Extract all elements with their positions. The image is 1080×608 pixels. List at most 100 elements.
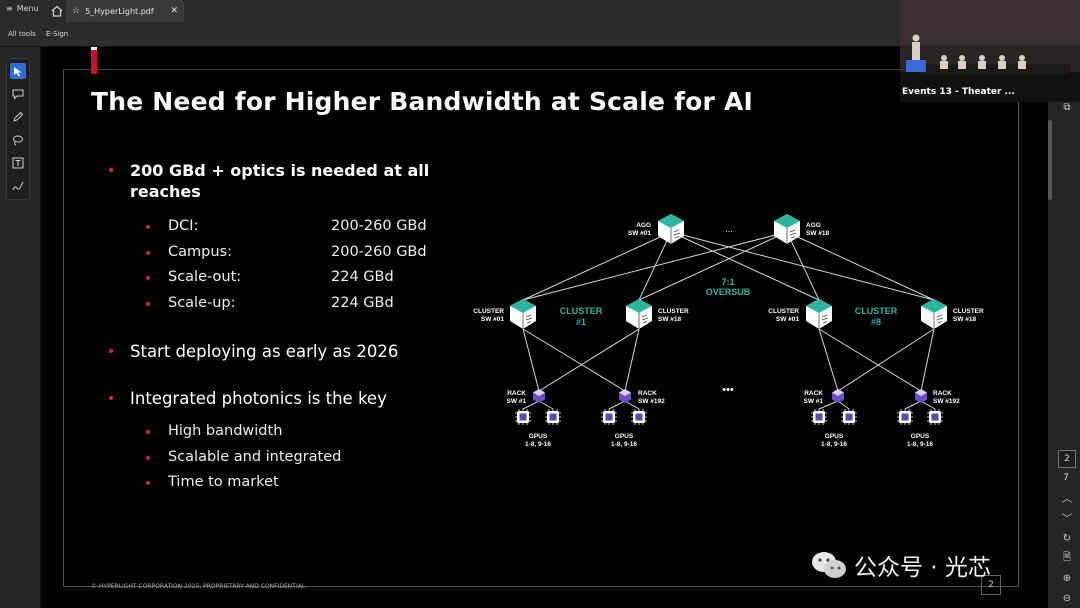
right-panel <box>1048 47 1080 608</box>
reach-value-scaleout: 224 GBd <box>331 269 394 285</box>
bullet-optics-line1: 200 GBd + optics is needed at all <box>130 161 430 180</box>
rack-switch-1 <box>832 389 844 403</box>
c8-left-line1: CLUSTER <box>768 308 799 315</box>
cluster8-switch-18 <box>920 298 948 330</box>
cluster8-switch-01 <box>805 298 833 330</box>
accent-bar <box>91 47 97 74</box>
reach-label-dci: DCI: <box>168 218 199 234</box>
file-icon[interactable]: 🗎 <box>1062 551 1072 563</box>
home-icon[interactable] <box>50 4 64 18</box>
sign-tool-icon[interactable] <box>10 178 26 194</box>
gpus-range: 1-8, 9-16 <box>525 441 551 448</box>
watermark: 公众号 · 光芯 <box>810 548 991 582</box>
current-page-field[interactable]: 2 <box>1058 450 1076 468</box>
gpus-label: GPUS <box>911 433 930 440</box>
bullet-dot: • <box>144 297 153 313</box>
c1-right-line2: SW #18 <box>658 316 682 323</box>
bullet-dot: • <box>107 344 116 360</box>
slide-footer: © HYPERLIGHT CORPORATION 2025, PROPRIETA… <box>91 583 306 590</box>
tab-title: 5_HyperLight.pdf <box>85 6 154 16</box>
network-topology-diagram: AGG SW #01 AGG SW #18 CLUSTER SW #01 CLU… <box>473 213 984 448</box>
gpus-label: GPUS <box>615 433 634 440</box>
rack2-line1: RACK <box>638 390 657 397</box>
video-label: Events 13 - Theater ... <box>902 87 1015 97</box>
rack3-line2: SW #1 <box>803 398 823 405</box>
bullet-dot: • <box>107 163 116 179</box>
gpu-chip-icon <box>896 408 914 426</box>
gpu-chip-icon <box>544 408 562 426</box>
slide-title: The Need for Higher Bandwidth at Scale f… <box>91 87 754 116</box>
bullet-dot: • <box>144 246 153 262</box>
video-overlay[interactable] <box>900 0 1080 102</box>
rack-switch-192 <box>619 389 631 403</box>
copy-icon[interactable]: ⧉ <box>1063 101 1071 113</box>
text-box-tool-icon[interactable] <box>10 155 26 171</box>
bullet-dot: • <box>107 391 116 407</box>
rack2-line2: SW #192 <box>638 398 665 405</box>
agg-switch-01 <box>657 213 685 245</box>
hamburger-icon: ≡ <box>6 4 13 13</box>
refresh-icon[interactable]: ↻ <box>1062 532 1072 544</box>
select-tool-icon[interactable] <box>10 63 26 79</box>
bullet-dot: • <box>144 220 153 236</box>
gpu-chip-icon <box>514 408 532 426</box>
reach-label-campus: Campus: <box>168 244 232 260</box>
c8-left-line2: SW #01 <box>776 316 800 323</box>
rack1-line1: RACK <box>507 390 526 397</box>
oversub-label-line1: 7:1 <box>721 277 734 287</box>
gpu-chip-icon <box>630 408 648 426</box>
c1-left-line2: SW #01 <box>481 316 505 323</box>
cluster1-switch-01 <box>509 298 537 330</box>
cluster1-label-line2: #1 <box>576 317 586 327</box>
zoom-in-icon[interactable]: ⊕ <box>1062 572 1072 584</box>
reach-label-scaleout: Scale-out: <box>168 269 242 285</box>
comment-tool-icon[interactable] <box>10 86 26 102</box>
gpus-label: GPUS <box>529 433 548 440</box>
c8-right-line2: SW #18 <box>953 316 977 323</box>
lasso-tool-icon[interactable] <box>10 132 26 148</box>
c1-right-line1: CLUSTER <box>658 308 689 315</box>
gpu-chip-icon <box>600 408 618 426</box>
reach-value-scaleup: 224 GBd <box>331 295 394 311</box>
oversub-label-line2: OVERSUB <box>706 287 751 297</box>
cluster-ellipsis: ••• <box>722 384 734 396</box>
gpus-range: 1-8, 9-16 <box>907 441 933 448</box>
cluster1-switch-18 <box>625 298 653 330</box>
slide-page-number: 2 <box>981 575 1001 595</box>
bullet-photonics: Integrated photonics is the key <box>130 389 387 408</box>
chevron-up-icon[interactable]: ︿ <box>1062 493 1072 505</box>
photonics-sub-2: Scalable and integrated <box>168 449 342 465</box>
agg1-label-line2: SW #01 <box>628 230 652 237</box>
rack-switch-192 <box>915 389 927 403</box>
slide-frame <box>63 69 1019 587</box>
cluster8-label-line1: CLUSTER <box>855 306 898 316</box>
zoom-out-icon[interactable]: ⊖ <box>1062 592 1072 604</box>
tool-palette <box>6 58 30 200</box>
c8-right-line1: CLUSTER <box>953 308 984 315</box>
document-tab[interactable]: ☆ 5_HyperLight.pdf ✕ <box>66 0 184 22</box>
gpu-chip-icon <box>926 408 944 426</box>
reach-value-dci: 200-260 GBd <box>331 218 427 234</box>
pen-tool-icon[interactable] <box>10 109 26 125</box>
bullet-dot: • <box>144 271 153 287</box>
bullet-dot: • <box>144 476 153 492</box>
video-frame <box>900 0 1080 102</box>
rack4-line1: RACK <box>933 390 952 397</box>
esign-button[interactable]: E-Sign <box>46 30 69 38</box>
rack3-line1: RACK <box>804 390 823 397</box>
rack1-line2: SW #1 <box>506 398 526 405</box>
close-icon[interactable]: ✕ <box>170 6 178 16</box>
agg-switch-18 <box>773 213 801 245</box>
agg1-label-line1: AGG <box>636 222 651 229</box>
agg2-label-line1: AGG <box>806 222 821 229</box>
gpus-label: GPUS <box>825 433 844 440</box>
vertical-scrollbar[interactable] <box>1048 120 1052 200</box>
star-icon[interactable]: ☆ <box>72 6 81 16</box>
agg2-label-line2: SW #18 <box>806 230 830 237</box>
chevron-down-icon[interactable]: ﹀ <box>1062 513 1072 525</box>
all-tools-button[interactable]: All tools <box>8 30 36 38</box>
bullet-dot: • <box>144 451 153 467</box>
menu-button[interactable]: ≡ Menu <box>6 4 39 13</box>
slide-page: The Need for Higher Bandwidth at Scale f… <box>41 47 1048 608</box>
gpu-chip-icon <box>810 408 828 426</box>
